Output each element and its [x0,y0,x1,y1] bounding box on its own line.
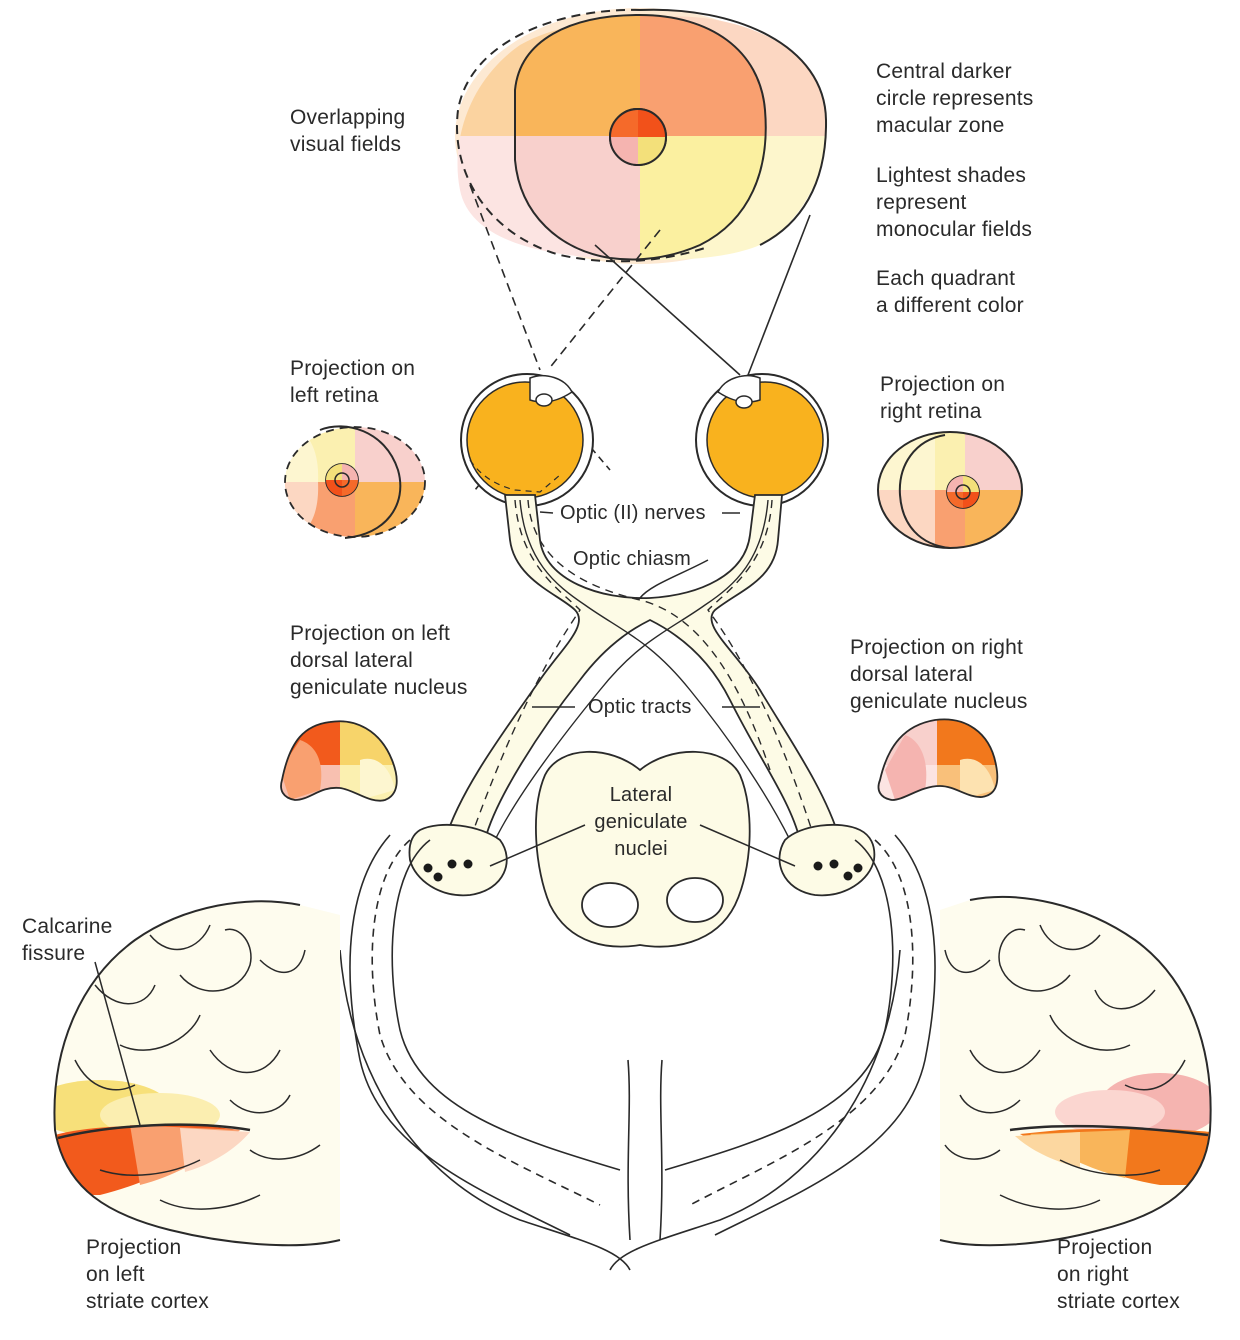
lightest-shades-label: Lightest shades represent monocular fiel… [876,164,1033,241]
right-monocular-outline [639,8,828,246]
right-dlgn-projection [877,718,999,801]
right-eye-field-outline [514,13,767,261]
optic-tracts-label: Optic tracts [588,696,692,718]
left-calcarine-fissure [57,1123,251,1140]
optic-pathway [443,494,842,841]
left-eye-field-outline [456,8,706,263]
right-striate-cortex [939,895,1212,1247]
each-quadrant-label: Each quadrant a different color [876,267,1024,317]
projection-right-retina-label: Projection on right retina [880,373,1006,423]
right-cerebral-peduncle [666,877,724,923]
left-gyri [74,924,321,1210]
right-eye [695,373,829,507]
optic-radiations [339,834,936,1271]
left-eye [460,373,594,507]
pathway-inner-lines [469,499,816,841]
left-dlgn-projection [280,720,398,802]
projection-right-dlgn-label: Projection on right dorsal lateral genic… [850,636,1028,713]
right-calcarine-fissure [1009,1124,1209,1137]
calcarine-leader [94,961,141,1126]
right-retina-projection [877,431,1023,549]
calcarine-fissure-label: Calcarine fissure [22,915,113,965]
lateral-geniculate-nuclei [408,750,876,948]
central-darker-circle-label: Central darker circle represents macular… [876,60,1034,137]
left-striate-cortex [53,900,341,1247]
optic-chiasm-label: Optic chiasm [573,548,691,570]
projection-left-striate-cortex-label: Projection on left striate cortex [86,1236,210,1313]
projection-left-retina-label: Projection on left retina [290,357,416,407]
right-lgn [778,823,876,897]
visual-fields [455,8,828,264]
projection-left-dlgn-label: Projection on left dorsal lateral genicu… [290,622,468,699]
lateral-geniculate-nuclei-label: Lateral geniculate nuclei [594,784,688,860]
overlapping-visual-fields-label: Overlapping visual fields [290,106,406,156]
left-cerebral-peduncle [581,882,639,928]
optic-nerves-label: Optic (II) nerves [560,502,706,524]
right-gyri [944,924,1186,1210]
left-retina-projection [284,425,426,539]
lgn-dots [423,859,863,882]
left-lgn [408,823,508,897]
projection-right-striate-cortex-label: Projection on right striate cortex [1057,1236,1181,1313]
leader-lines [94,511,760,1126]
